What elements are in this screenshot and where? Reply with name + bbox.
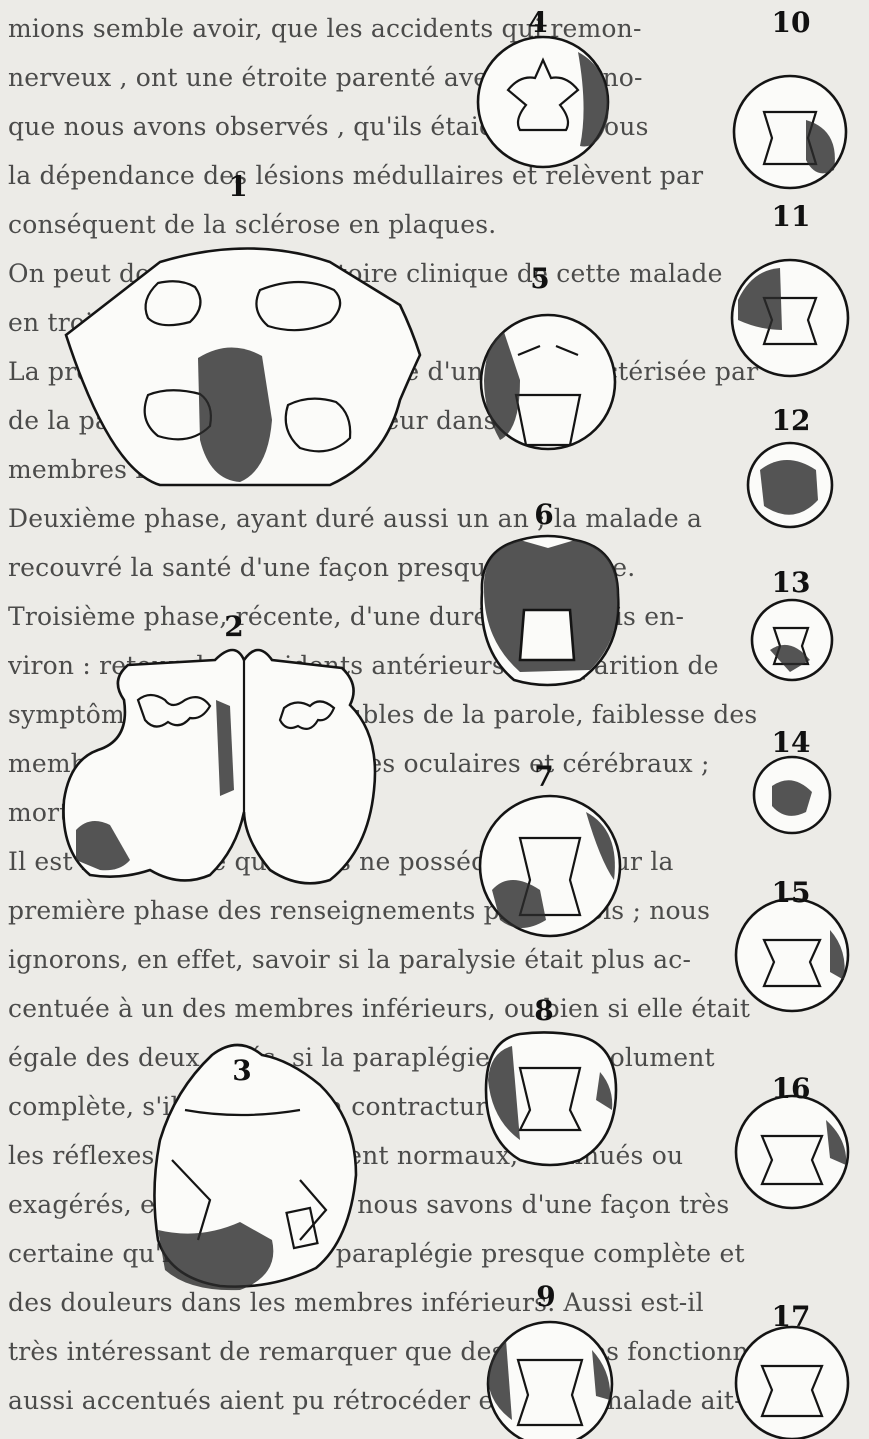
figure-5-label: 5 <box>520 262 560 295</box>
figure-15-label: 15 <box>766 876 816 909</box>
figure-5-section <box>481 315 615 449</box>
figure-14-section <box>754 757 830 833</box>
figure-4-section <box>478 37 608 167</box>
figure-11-label: 11 <box>766 200 816 233</box>
figure-14-label: 14 <box>766 726 816 759</box>
figure-9-section <box>488 1322 612 1439</box>
figure-9-label: 9 <box>526 1280 566 1313</box>
figure-3-label: 3 <box>222 1054 262 1087</box>
figure-2-section <box>64 650 375 883</box>
figure-12-section <box>748 443 832 527</box>
figure-13-label: 13 <box>766 566 816 599</box>
figure-16-label: 16 <box>766 1072 816 1105</box>
figure-7-section <box>480 796 620 936</box>
figure-6-label: 6 <box>524 498 564 531</box>
figure-17-section <box>736 1327 848 1439</box>
figure-11-section <box>732 260 848 376</box>
figure-10-section <box>734 76 846 188</box>
figure-17-label: 17 <box>766 1300 816 1333</box>
figure-1-label: 1 <box>218 170 258 203</box>
figure-7-label: 7 <box>524 760 564 793</box>
figure-16-section <box>736 1096 848 1208</box>
figure-1-section <box>66 249 420 486</box>
figure-8-label: 8 <box>524 994 564 1027</box>
figure-6-section <box>482 536 619 685</box>
figure-10-label: 10 <box>766 6 816 39</box>
figure-2-label: 2 <box>214 610 254 643</box>
figure-8-section <box>486 1032 616 1165</box>
figure-15-section <box>736 899 848 1011</box>
figure-12-label: 12 <box>766 404 816 437</box>
figure-4-label: 4 <box>518 6 558 39</box>
figure-13-section <box>752 600 832 680</box>
